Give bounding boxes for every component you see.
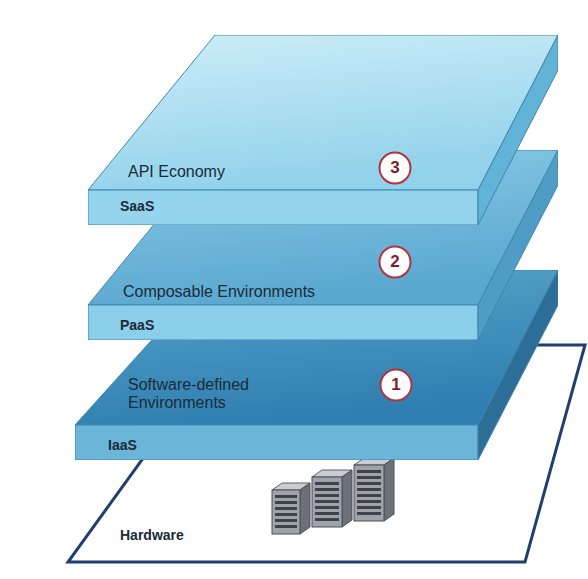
saas-layer: API EconomySaaS 3 [88,35,558,225]
callout-number: 2 [378,245,412,279]
layer-name: IaaS [108,437,137,453]
shape-outline [88,35,558,225]
layer-name: SaaS [120,198,154,214]
layer-description: Software-defined Environments [128,376,278,413]
callout-number: 3 [378,158,412,178]
callout-number: 3 [378,151,412,185]
callout-number: 1 [379,375,413,395]
layer-name: PaaS [120,317,154,333]
layer-description: API Economy [128,163,225,181]
callout-number: 1 [379,368,413,402]
callout-number: 2 [378,252,412,272]
hardware-label: Hardware [120,527,184,543]
layer-description: Composable Environments [123,283,315,301]
